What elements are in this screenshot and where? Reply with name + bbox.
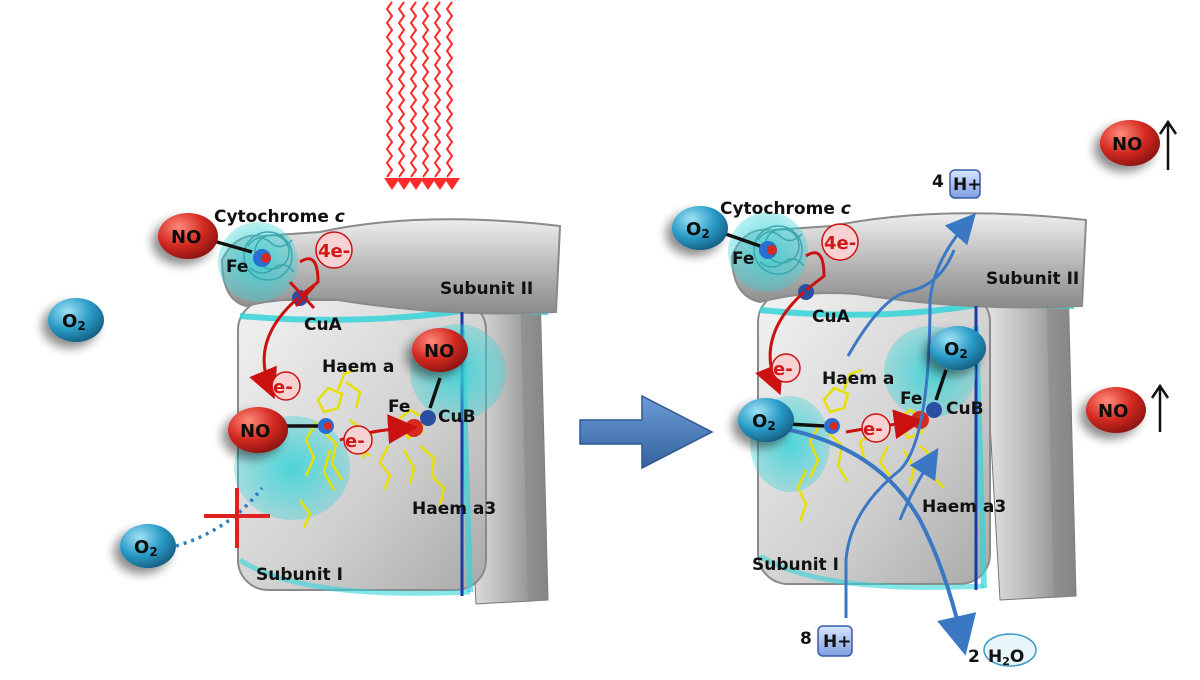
haem-a-label: Haem a: [322, 357, 394, 377]
svg-text:H+: H+: [953, 175, 981, 195]
cua-label-right: CuA: [812, 307, 851, 327]
svg-text:4: 4: [932, 172, 944, 192]
electron-badge-1-right: e-: [771, 353, 801, 383]
svg-text:e-: e-: [273, 377, 293, 398]
no-molecule-2: NO: [412, 328, 468, 372]
haem-a-structure: [298, 368, 371, 529]
proton-flow-arrows: [789, 213, 977, 656]
svg-text:NO: NO: [171, 227, 201, 248]
subunit-i-label-right: Subunit I: [752, 555, 839, 575]
svg-text:NO: NO: [240, 421, 270, 442]
up-arrow-icon: [1158, 119, 1178, 170]
haem-a3-label: Haem a3: [412, 499, 496, 519]
svg-text:NO: NO: [1112, 134, 1142, 155]
haem-a-structure-right: [796, 368, 863, 523]
process-arrow-icon: [579, 394, 714, 470]
svg-text:O2: O2: [944, 339, 968, 361]
proton-in-box: 8 H+: [800, 625, 853, 657]
block-cross-icon: [204, 488, 270, 548]
left-panel: 4e- e- e- Cytochrome c Subunit II Haem a…: [48, 207, 562, 605]
proton-out-box: 4 H+: [932, 169, 981, 199]
no-molecule-1: NO: [158, 213, 218, 259]
o2-molecule-haem-a: O2: [738, 398, 794, 442]
svg-text:O2: O2: [752, 411, 776, 433]
svg-text:NO: NO: [424, 341, 454, 362]
water-product: 2 H2O: [968, 633, 1037, 668]
electron-badge-4e: 4e-: [315, 231, 353, 269]
o2-molecule-cytc: O2: [672, 206, 728, 250]
svg-text:H+: H+: [823, 632, 851, 652]
right-panel: 4e- e- e- Cytochrome c Subunit II Haem a…: [672, 119, 1178, 668]
electron-badge-2-right: e-: [861, 413, 891, 443]
svg-text:O2: O2: [134, 537, 158, 559]
up-arrow-icon-2: [1150, 383, 1170, 432]
haem-a3-label-right: Haem a3: [922, 497, 1006, 517]
svg-text:2: 2: [968, 647, 980, 667]
fe-top-label-right: Fe: [732, 249, 754, 269]
svg-text:O2: O2: [62, 311, 86, 333]
light-wave-icon: [384, 1, 460, 190]
cub-label: CuB: [438, 407, 476, 427]
electron-badge-1: e-: [271, 371, 301, 401]
svg-text:H2O: H2O: [988, 647, 1024, 668]
o2-molecule-cub: O2: [930, 326, 986, 370]
svg-text:e-: e-: [773, 359, 793, 380]
fe-mid-label: Fe: [388, 397, 410, 417]
cytochrome-c-structure: [243, 231, 295, 281]
svg-text:4e-: 4e-: [318, 241, 350, 262]
electron-badge-2: e-: [343, 425, 373, 455]
o2-molecule-free: O2: [48, 298, 104, 342]
electron-badge-4e-right: 4e-: [821, 223, 859, 261]
cub-label-right: CuB: [946, 399, 984, 419]
no-released-1: NO: [1100, 120, 1160, 166]
cytochrome-c-label: Cytochrome c: [214, 207, 345, 227]
fe-mid-label-right: Fe: [900, 389, 922, 409]
svg-text:8: 8: [800, 629, 812, 649]
subunit-ii-label: Subunit II: [440, 279, 533, 299]
svg-text:e-: e-: [863, 419, 883, 440]
subunit-i-label: Subunit I: [256, 565, 343, 585]
svg-text:O2: O2: [686, 219, 710, 241]
svg-text:e-: e-: [345, 431, 365, 452]
fe-top-label: Fe: [226, 257, 248, 277]
svg-text:NO: NO: [1098, 401, 1128, 422]
svg-text:4e-: 4e-: [824, 233, 856, 254]
o2-molecule-blocked: O2: [120, 524, 176, 568]
subunit-ii-label-right: Subunit II: [986, 269, 1079, 289]
haem-a-label-right: Haem a: [822, 369, 894, 389]
no-released-2: NO: [1086, 387, 1146, 433]
cua-label: CuA: [304, 315, 343, 335]
no-molecule-3: NO: [228, 407, 288, 453]
cytochrome-c-label-right: Cytochrome c: [720, 199, 851, 219]
